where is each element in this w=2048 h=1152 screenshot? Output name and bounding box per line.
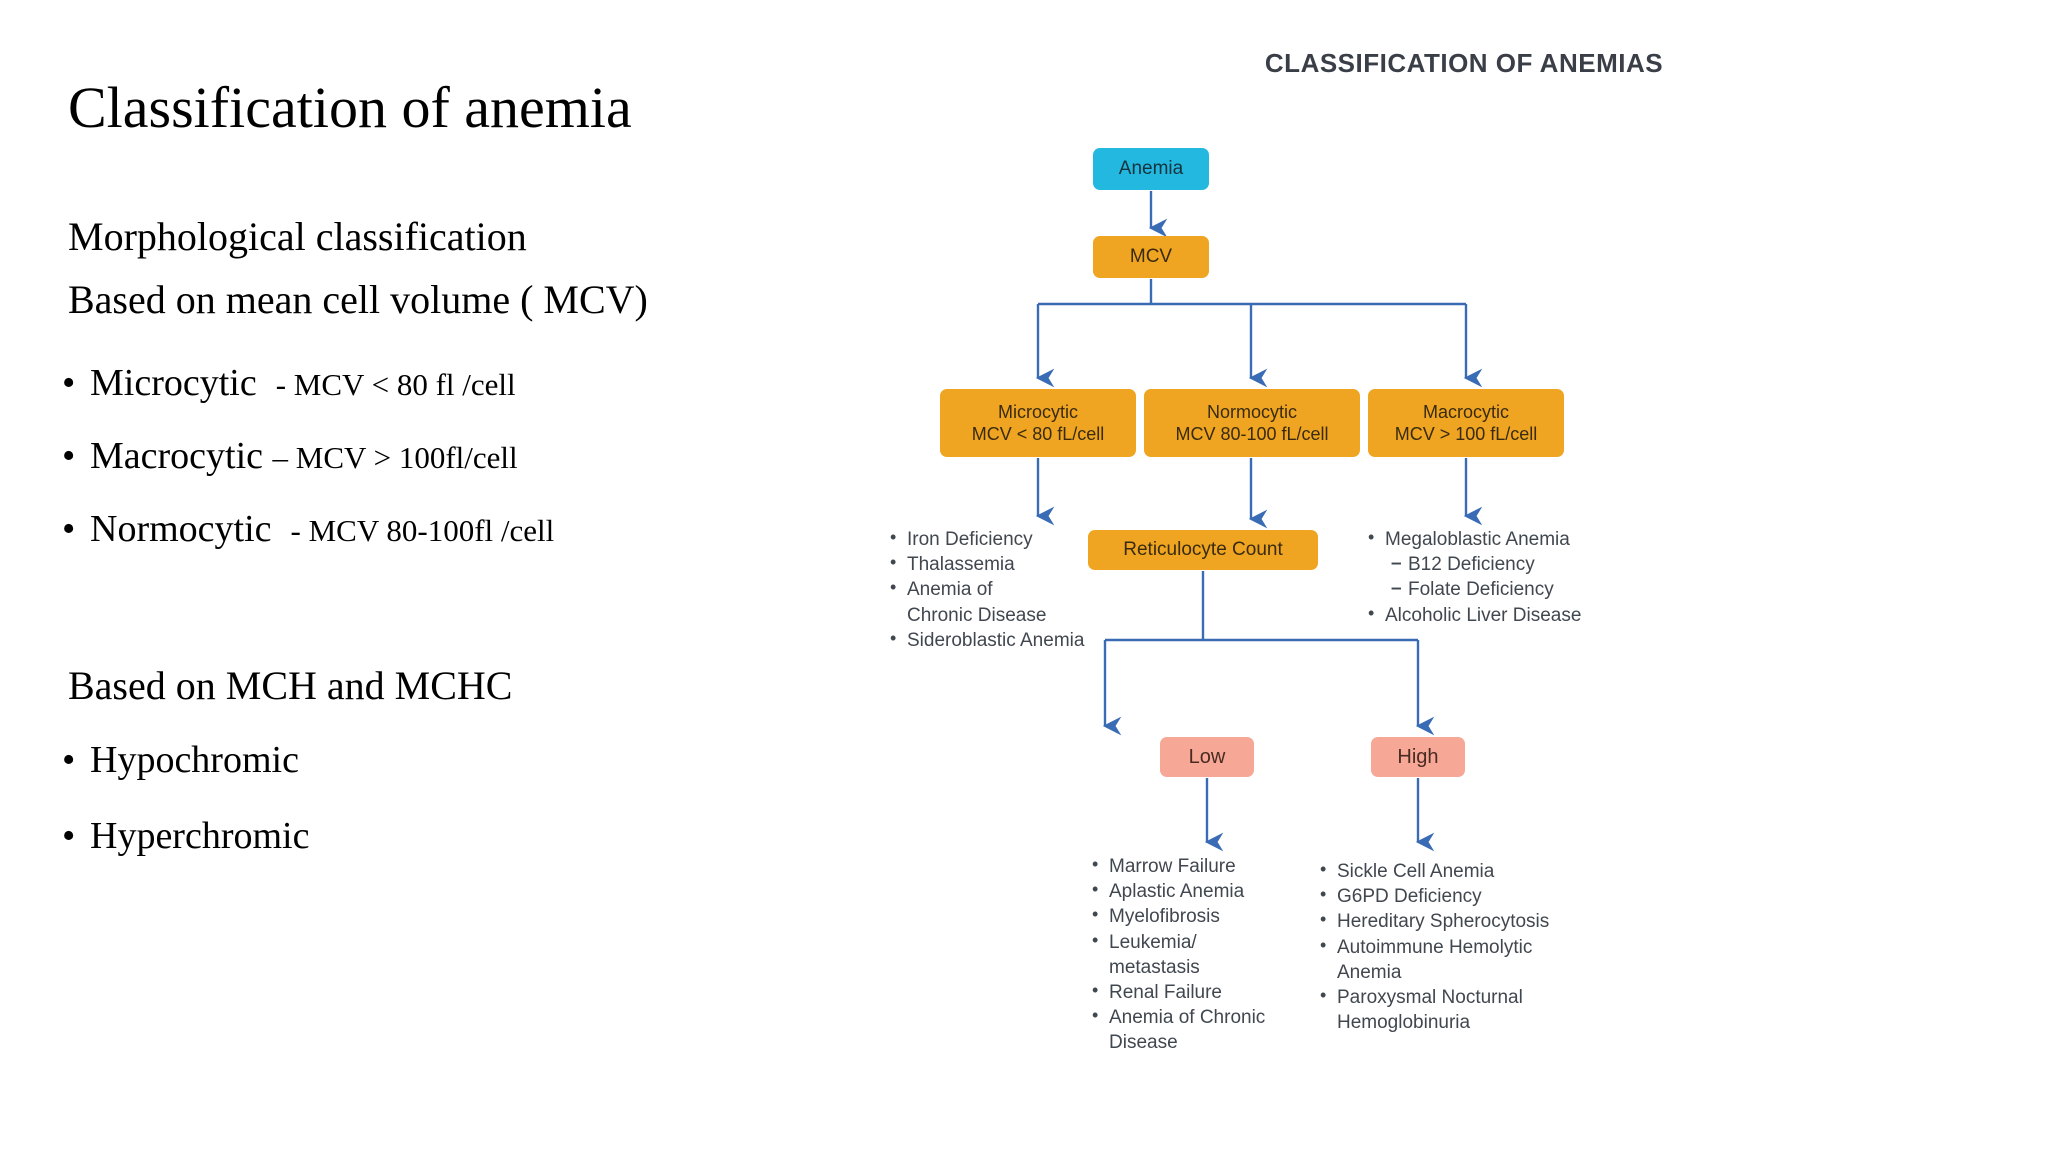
list-item: Autoimmune Hemolytic: [1320, 935, 1570, 959]
node-label: High: [1397, 745, 1439, 768]
bullet-icon: •: [62, 739, 76, 781]
list-item: Anemia: [1337, 961, 1402, 983]
slide-text-column: Classification of anemia Morphological c…: [0, 0, 880, 1152]
list-item: Sideroblastic Anemia: [890, 628, 1130, 652]
node-anemia[interactable]: Anemia: [1093, 148, 1209, 190]
anemia-classification-flowchart: CLASSIFICATION OF ANEMIAS: [880, 0, 2048, 1152]
bullet-icon: •: [62, 362, 76, 404]
node-label-line2: MCV 80-100 fL/cell: [1175, 424, 1329, 444]
list-item: Folate Deficiency: [1368, 577, 1638, 601]
list-high-reticulocyte-causes: Sickle Cell Anemia G6PD Deficiency Hered…: [1320, 859, 1570, 1036]
list-item-microcytic: • Microcytic - MCV < 80 fl /cell: [62, 362, 516, 405]
list-item: Myelofibrosis: [1092, 904, 1302, 928]
list-item: Thalassemia: [890, 552, 1130, 576]
list-item: Alcoholic Liver Disease: [1368, 603, 1638, 627]
list-item: metastasis: [1109, 956, 1200, 978]
bullet-icon: •: [62, 508, 76, 550]
list-item: Renal Failure: [1092, 980, 1302, 1004]
list-item: Marrow Failure: [1092, 854, 1302, 878]
node-normocytic[interactable]: Normocytic MCV 80-100 fL/cell: [1144, 389, 1360, 457]
node-label-line2: MCV < 80 fL/cell: [971, 424, 1105, 444]
node-label: Anemia: [1118, 158, 1184, 180]
node-mcv[interactable]: MCV: [1093, 236, 1209, 278]
list-item: Iron Deficiency: [890, 527, 1130, 551]
list-item: Sickle Cell Anemia: [1320, 859, 1570, 883]
list-item-term: Normocytic: [90, 508, 272, 550]
list-item-detail: - MCV 80-100fl /cell: [290, 513, 555, 548]
list-item-term: Microcytic: [90, 362, 257, 404]
node-label: MCV: [1129, 246, 1173, 268]
list-item: Hereditary Spherocytosis: [1320, 909, 1570, 933]
list-item-term: Macrocytic: [90, 435, 264, 477]
list-item: Paroxysmal Nocturnal: [1320, 985, 1570, 1009]
bullet-icon: •: [62, 815, 76, 857]
list-item: Anemia of Chronic: [1092, 1005, 1302, 1029]
subtitle-based-on-mcv: Based on mean cell volume ( MCV): [68, 277, 648, 322]
list-item-term: Hypochromic: [90, 739, 299, 781]
list-item-detail: – MCV > 100fl/cell: [272, 440, 518, 475]
node-label: Low: [1188, 745, 1226, 768]
list-item: Disease: [1109, 1032, 1178, 1054]
list-item: G6PD Deficiency: [1320, 884, 1570, 908]
node-label-line2: MCV > 100 fL/cell: [1394, 424, 1538, 444]
node-microcytic[interactable]: Microcytic MCV < 80 fL/cell: [940, 389, 1136, 457]
subtitle-based-on-mch-mchc: Based on MCH and MCHC: [68, 663, 513, 708]
node-label-line1: Microcytic: [998, 401, 1078, 422]
page-title: Classification of anemia: [68, 75, 632, 140]
list-item-macrocytic: • Macrocytic – MCV > 100fl/cell: [62, 435, 518, 478]
list-item-hyperchromic: • Hyperchromic: [62, 815, 310, 858]
list-low-reticulocyte-causes: Marrow Failure Aplastic Anemia Myelofibr…: [1092, 854, 1302, 1056]
list-item: Leukemia/: [1092, 930, 1302, 954]
list-item: B12 Deficiency: [1368, 552, 1638, 576]
node-label-line1: Macrocytic: [1422, 401, 1509, 422]
node-macrocytic[interactable]: Macrocytic MCV > 100 fL/cell: [1368, 389, 1564, 457]
list-macrocytic-causes: Megaloblastic Anemia B12 Deficiency Fola…: [1368, 527, 1638, 629]
list-item: Chronic Disease: [907, 604, 1047, 626]
list-item: Anemia of: [890, 577, 1130, 601]
list-item: Aplastic Anemia: [1092, 879, 1302, 903]
list-item-term: Hyperchromic: [90, 815, 310, 857]
list-item: Hemoglobinuria: [1337, 1012, 1471, 1034]
list-item-detail: - MCV < 80 fl /cell: [275, 367, 516, 402]
node-high[interactable]: High: [1371, 737, 1465, 777]
node-label: Reticulocyte Count: [1123, 539, 1283, 561]
diagram-title: CLASSIFICATION OF ANEMIAS: [1264, 48, 1664, 78]
list-item: Megaloblastic Anemia: [1368, 527, 1638, 551]
node-label-line1: Normocytic: [1206, 401, 1297, 422]
list-item-normocytic: • Normocytic - MCV 80-100fl /cell: [62, 508, 555, 551]
node-low[interactable]: Low: [1160, 737, 1254, 777]
list-item-hypochromic: • Hypochromic: [62, 739, 299, 782]
subtitle-morphological-classification: Morphological classification: [68, 214, 527, 259]
list-microcytic-causes: Iron Deficiency Thalassemia Anemia of Ch…: [890, 527, 1130, 654]
bullet-icon: •: [62, 435, 76, 477]
